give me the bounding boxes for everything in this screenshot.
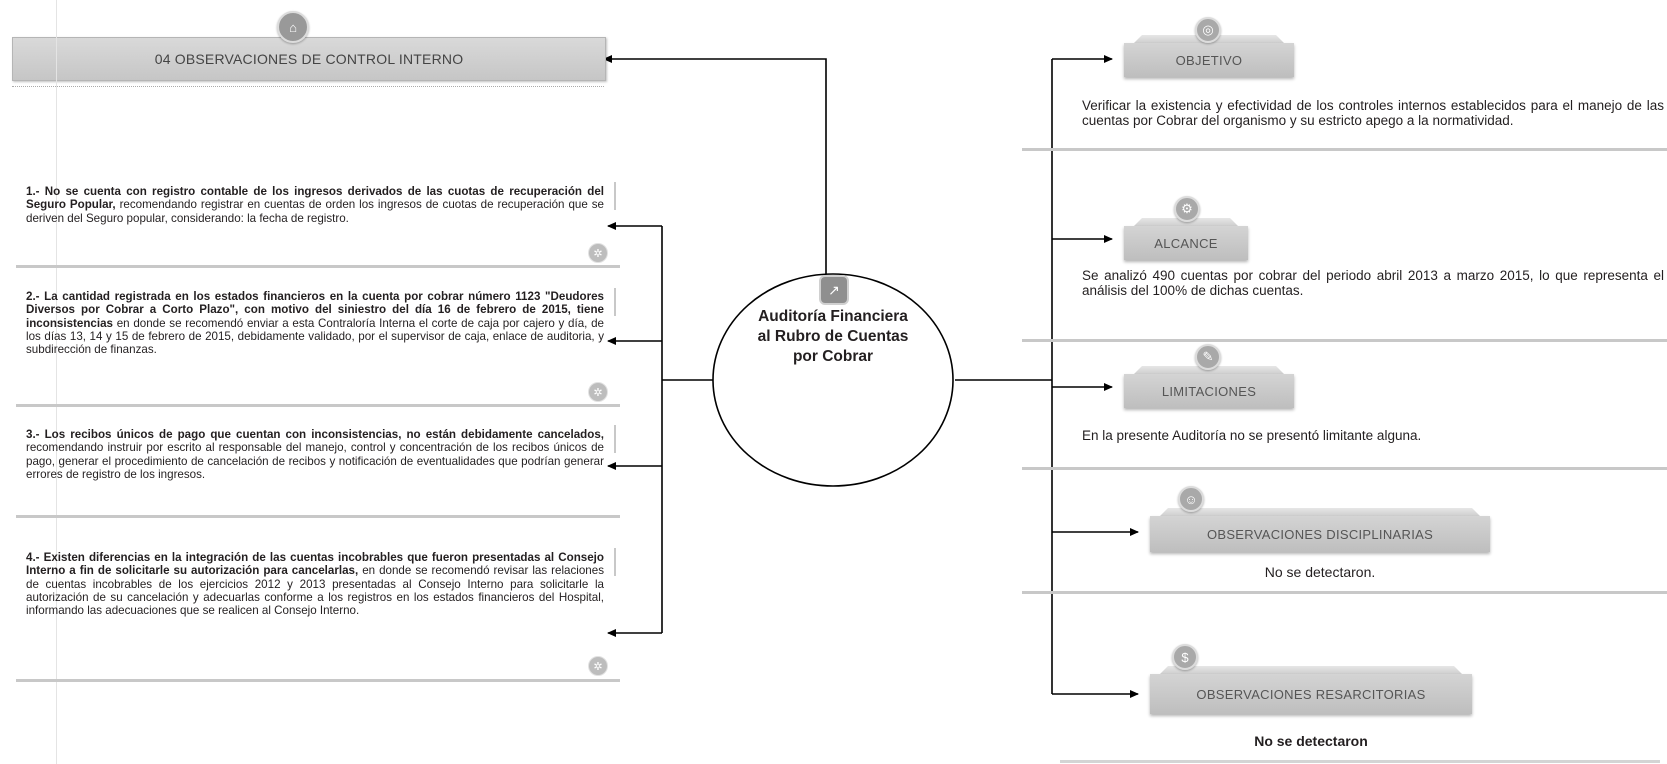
alcance-divider (1022, 339, 1667, 342)
institution-icon: ⌂ (277, 11, 309, 43)
money-icon: $ (1172, 644, 1198, 670)
header-bar: 04 OBSERVACIONES DE CONTROL INTERNO (12, 37, 606, 81)
alcance-banner: ALCANCE (1124, 218, 1248, 260)
limitaciones-banner: LIMITACIONES (1124, 366, 1294, 408)
observation-3: 3.- Los recibos únicos de pago que cuent… (22, 428, 618, 481)
seal-icon: ✲ (588, 243, 608, 263)
seal-icon: ✲ (588, 656, 608, 676)
disciplinarias-label: OBSERVACIONES DISCIPLINARIAS (1150, 516, 1490, 552)
observation-3-divider (16, 515, 620, 518)
observation-3-text: recomendando instruir por escrito al res… (26, 441, 604, 481)
obs-1-side-mark (614, 182, 616, 210)
disciplinarias-banner: OBSERVACIONES DISCIPLINARIAS (1150, 508, 1490, 552)
observation-2: 2.- La cantidad registrada en los estado… (22, 290, 618, 356)
resarcitorias-banner: OBSERVACIONES RESARCITORIAS (1150, 666, 1472, 714)
objetivo-divider (1022, 148, 1667, 151)
observation-4: 4.- Existen diferencias en la integració… (22, 551, 618, 617)
pen-icon: ✎ (1195, 344, 1221, 370)
observation-1: 1.- No se cuenta con registro contable d… (22, 185, 618, 225)
chart-icon: ↗ (819, 275, 849, 305)
left-margin-line (56, 0, 57, 764)
objetivo-label: OBJETIVO (1124, 43, 1294, 77)
resarcitorias-text: No se detectaron (1254, 733, 1368, 749)
observation-2-divider (16, 404, 620, 407)
observation-2-text: en donde se recomendó enviar a esta Cont… (26, 316, 604, 357)
target-icon: ◎ (1195, 17, 1221, 43)
observation-3-bold: 3.- Los recibos únicos de pago que cuent… (26, 428, 604, 441)
observation-1-text: recomendando registrar en cuentas de ord… (26, 198, 604, 225)
observation-1-bold: 1.- No se cuenta con registro contable d… (26, 185, 604, 212)
objetivo-text: Verificar la existencia y efectividad de… (1082, 98, 1664, 128)
header-dotted-line (12, 86, 604, 87)
observation-1-divider (16, 265, 620, 268)
limitaciones-label: LIMITACIONES (1124, 374, 1294, 408)
center-to-header-connector (603, 55, 827, 343)
disciplinarias-text: No se detectaron. (1264, 564, 1376, 580)
alcance-text: Se analizó 490 cuentas por cobrar del pe… (1082, 268, 1664, 298)
limitaciones-divider (1022, 467, 1667, 470)
observation-4-divider (16, 679, 620, 682)
center-node: ↗ Auditoría Financiera al Rubro de Cuent… (755, 275, 911, 489)
obs-4-side-mark (614, 548, 616, 576)
obs-3-side-mark (614, 425, 616, 453)
limitaciones-text: En la presente Auditoría no se presentó … (1082, 428, 1422, 443)
obs-2-side-mark (614, 288, 616, 316)
center-node-shape (712, 273, 954, 487)
gears-icon: ⚙ (1174, 196, 1200, 222)
disciplinarias-divider (1022, 591, 1667, 594)
resarcitorias-label: OBSERVACIONES RESARCITORIAS (1150, 674, 1472, 714)
observation-2-bold: 2.- La cantidad registrada en los estado… (26, 290, 604, 330)
observation-4-text: en donde se recomendó revisar las relaci… (26, 564, 604, 618)
header-title: 04 OBSERVACIONES DE CONTROL INTERNO (154, 51, 464, 67)
seal-icon: ✲ (588, 382, 608, 402)
observation-4-bold: 4.- Existen diferencias en la integració… (26, 551, 604, 578)
people-icon: ☺ (1178, 486, 1204, 512)
alcance-label: ALCANCE (1124, 226, 1248, 260)
center-title: Auditoría Financiera al Rubro de Cuentas… (757, 308, 909, 365)
resarcitorias-rule (1060, 760, 1660, 763)
